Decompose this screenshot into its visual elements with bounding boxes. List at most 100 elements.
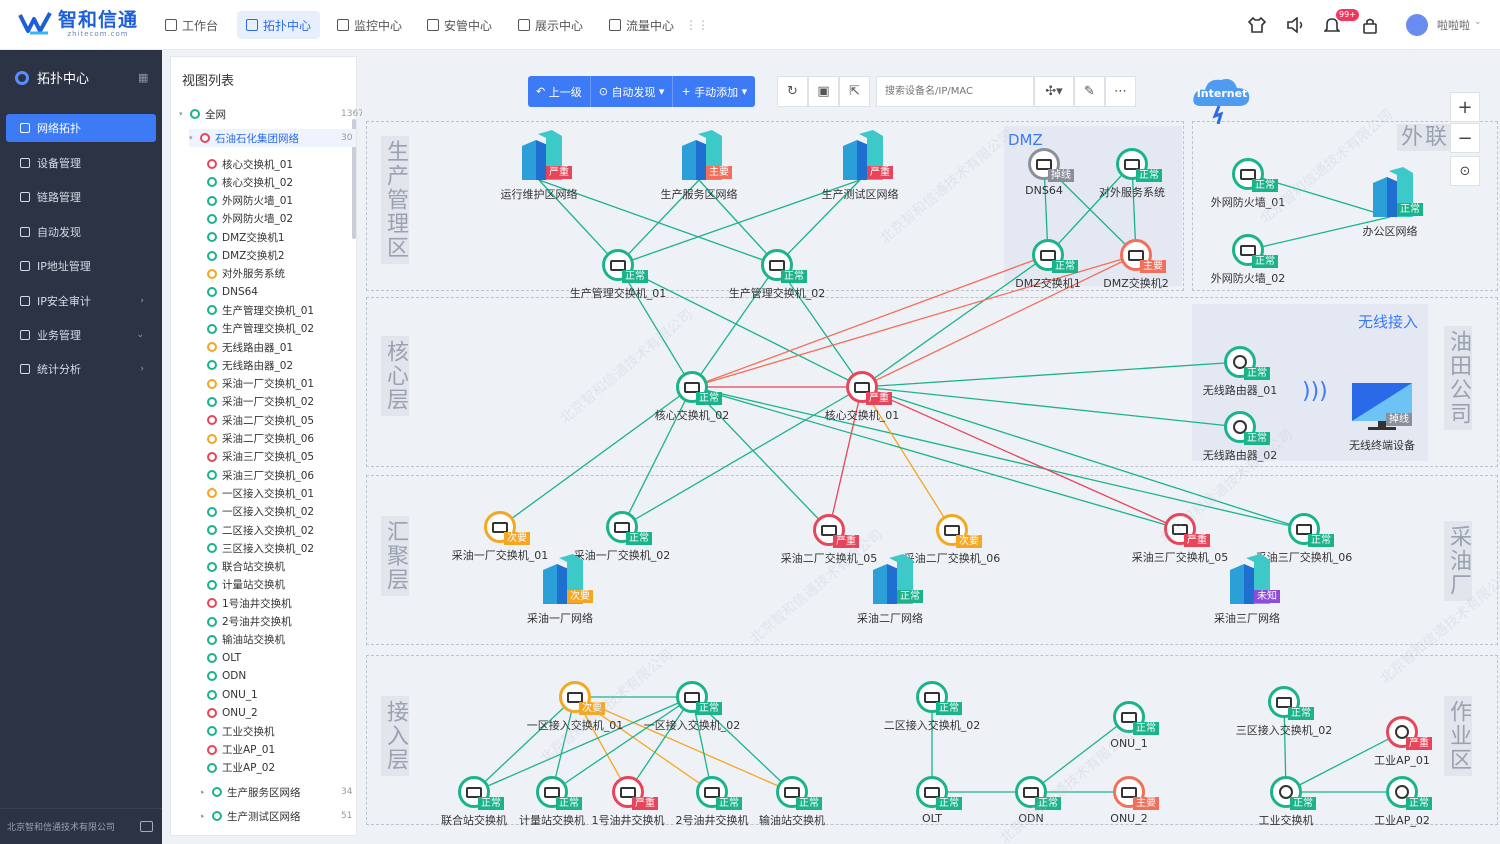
link-q1-syz[interactable] xyxy=(574,696,793,793)
tree-item[interactable]: 采油一厂交换机_01 xyxy=(207,375,356,393)
link-core1-wr1[interactable] xyxy=(861,361,1241,388)
sidebar-item-business[interactable]: 业务管理⌄ xyxy=(6,321,156,349)
save-icon[interactable]: ▣ xyxy=(808,76,839,107)
link-csq-gl2[interactable] xyxy=(776,179,861,266)
sidebar-item-link-mgmt[interactable]: 链路管理 xyxy=(6,183,156,211)
tree-item[interactable]: 工业交换机 xyxy=(207,722,356,740)
tree-toggle-icon[interactable]: ▾ xyxy=(189,134,193,142)
tree-item[interactable]: 采油三厂交换机_06 xyxy=(207,466,356,484)
node-a7[interactable]: 严重采油三厂交换机_05 xyxy=(1115,513,1245,565)
link-q1-lhz[interactable] xyxy=(473,696,576,793)
tree-item[interactable]: 采油三厂交换机_05 xyxy=(207,448,356,466)
export-icon[interactable]: ⇱ xyxy=(839,76,870,107)
link-core2-a8[interactable] xyxy=(691,386,1305,530)
tree-toggle-icon[interactable]: ▸ xyxy=(201,812,205,820)
tree-item[interactable]: 一区接入交换机_02 xyxy=(207,503,356,521)
bell-icon[interactable] xyxy=(1321,14,1343,36)
tree-item[interactable]: 二区接入交换机_02 xyxy=(207,521,356,539)
tree-item[interactable]: ONU_2 xyxy=(207,704,356,722)
node-wr2[interactable]: 正常无线路由器_02 xyxy=(1175,411,1305,463)
zoom-in-button[interactable]: + xyxy=(1450,92,1480,122)
tree-item[interactable]: 2号油井交换机 xyxy=(207,613,356,631)
link-q2-jlz[interactable] xyxy=(551,696,693,793)
edit-icon[interactable]: ✎ xyxy=(1074,76,1105,107)
node-a1[interactable]: 次要采油一厂交换机_01 xyxy=(435,511,565,563)
fit-view-button[interactable]: ⊙ xyxy=(1450,156,1480,186)
tree-item[interactable]: 三区接入交换机_02 xyxy=(207,539,356,557)
tree-item[interactable]: 外网防火墙_01 xyxy=(207,192,356,210)
sidebar-item-statistics[interactable]: 统计分析› xyxy=(6,355,156,383)
link-core2-a7[interactable] xyxy=(691,386,1181,530)
node-bgq[interactable]: 正常办公区网络 xyxy=(1325,167,1455,239)
tree-item[interactable]: OLT xyxy=(207,649,356,667)
link-dmz1-core2[interactable] xyxy=(691,254,1049,388)
link-gl1-core2[interactable] xyxy=(617,264,693,388)
node-q3[interactable]: 正常二区接入交换机_02 xyxy=(867,681,997,733)
tree-item[interactable]: 联合站交换机 xyxy=(207,558,356,576)
node-jlz[interactable]: 正常计量站交换机 xyxy=(487,776,617,828)
node-q1[interactable]: 次要一区接入交换机_01 xyxy=(510,681,640,733)
nav-workbench[interactable]: 工作台 xyxy=(156,11,227,39)
link-core1-a8[interactable] xyxy=(861,386,1305,530)
tree-item[interactable]: DMZ交换机1 xyxy=(207,228,356,246)
up-level-button[interactable]: ↶ 上一级 xyxy=(528,76,591,107)
node-gyjh[interactable]: 正常工业交换机 xyxy=(1221,776,1351,828)
link-gl2-core2[interactable] xyxy=(691,264,778,388)
node-ywq[interactable]: 严重运行维护区网络 xyxy=(474,130,604,202)
sidebar-item-ip-address[interactable]: IP地址管理 xyxy=(6,252,156,280)
node-gl2[interactable]: 正常生产管理交换机_02 xyxy=(712,249,842,301)
node-a5[interactable]: 严重采油二厂交换机_05 xyxy=(764,514,894,566)
lock-icon[interactable] xyxy=(1359,14,1381,36)
tree-item[interactable]: 采油二厂交换机_05 xyxy=(207,411,356,429)
scrollbar[interactable] xyxy=(352,119,356,239)
manual-add-button[interactable]: + 手动添加 ▾ xyxy=(681,85,748,99)
tree-item[interactable]: 采油二厂交换机_06 xyxy=(207,430,356,448)
link-core1-wr2[interactable] xyxy=(861,386,1241,428)
link-ywq-gl1[interactable] xyxy=(538,179,619,266)
tree-item[interactable]: 生产管理交换机_02 xyxy=(207,320,356,338)
auto-discover-button[interactable]: ⊙ 自动发现 ▾ xyxy=(591,76,674,107)
tree-item[interactable]: 对外服务系统 xyxy=(207,265,356,283)
tree-item[interactable]: ONU_1 xyxy=(207,686,356,704)
node-fw1[interactable]: 正常外网防火墙_01 xyxy=(1183,158,1313,210)
nav-display[interactable]: 展示中心 xyxy=(509,11,592,39)
link-fw2-bgq[interactable] xyxy=(1247,216,1391,251)
node-p2[interactable]: 正常采油二厂网络 xyxy=(825,554,955,626)
link-dwfw-dmz1[interactable] xyxy=(1047,163,1133,256)
link-fwq-gl1[interactable] xyxy=(617,179,700,266)
sidebar-item-device-mgmt[interactable]: 设备管理 xyxy=(6,149,156,177)
node-wzd[interactable]: 掉线无线终端设备 xyxy=(1317,381,1447,453)
link-gl2-core1[interactable] xyxy=(776,264,863,388)
link-core1-a7[interactable] xyxy=(861,386,1181,530)
zoom-out-button[interactable]: − xyxy=(1450,123,1480,153)
tree-item[interactable]: 工业AP_01 xyxy=(207,741,356,759)
node-syz[interactable]: 正常输油站交换机 xyxy=(727,776,857,828)
node-core1[interactable]: 严重核心交换机_01 xyxy=(797,371,927,423)
tree-item[interactable]: 核心交换机_02 xyxy=(207,173,356,191)
link-core2-a5[interactable] xyxy=(691,386,830,531)
tree-item[interactable]: 采油一厂交换机_02 xyxy=(207,393,356,411)
nav-security[interactable]: 安管中心 xyxy=(418,11,501,39)
nav-monitor[interactable]: 监控中心 xyxy=(328,11,411,39)
more-icon[interactable]: ⋯ xyxy=(1105,76,1136,107)
grid-icon[interactable]: ▦ xyxy=(138,71,149,84)
link-core2-a2[interactable] xyxy=(621,386,693,528)
node-fw2[interactable]: 正常外网防火墙_02 xyxy=(1183,234,1313,286)
search-input[interactable] xyxy=(876,76,1034,107)
node-ap1[interactable]: 严重工业AP_01 xyxy=(1337,716,1467,768)
node-a8[interactable]: 正常采油三厂交换机_06 xyxy=(1239,513,1369,565)
node-a2[interactable]: 正常采油一厂交换机_02 xyxy=(557,511,687,563)
chevron-down-icon[interactable]: ⌄ xyxy=(1474,17,1482,27)
tree-item[interactable]: 一区接入交换机_01 xyxy=(207,484,356,502)
node-lhz[interactable]: 正常联合站交换机 xyxy=(409,776,539,828)
tree-item[interactable]: 无线路由器_01 xyxy=(207,338,356,356)
link-q2-y1[interactable] xyxy=(627,696,693,793)
